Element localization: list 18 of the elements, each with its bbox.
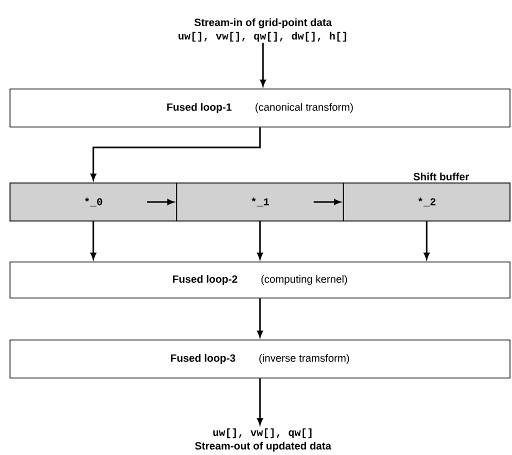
buffer-cell: *_1 xyxy=(176,182,344,222)
buffer-cell: *_0 xyxy=(10,182,178,222)
stream-label: uw[], vw[], qw[] Stream-out of updated data xyxy=(195,428,332,452)
arrow xyxy=(257,378,263,425)
buffer-cell: *_2 xyxy=(342,182,510,222)
arrow xyxy=(257,221,263,260)
arrow xyxy=(260,42,266,86)
loop-box: Fused loop-1 (canonical transform) xyxy=(10,88,510,128)
stream-label: Stream-in of grid-point data uw[], vw[], qw[], dw[], h[] xyxy=(178,18,346,42)
loop-box: Fused loop-2 (computing kernel) xyxy=(10,262,510,298)
arrow xyxy=(90,221,96,260)
loop-box: Fused loop-3 (inverse tramsform) xyxy=(10,340,510,378)
arrow xyxy=(147,199,174,205)
buffer-heading: Shift buffer xyxy=(414,172,470,180)
arrow xyxy=(314,199,341,205)
arrow xyxy=(90,127,261,180)
arrow xyxy=(257,298,263,338)
arrow xyxy=(424,221,430,260)
